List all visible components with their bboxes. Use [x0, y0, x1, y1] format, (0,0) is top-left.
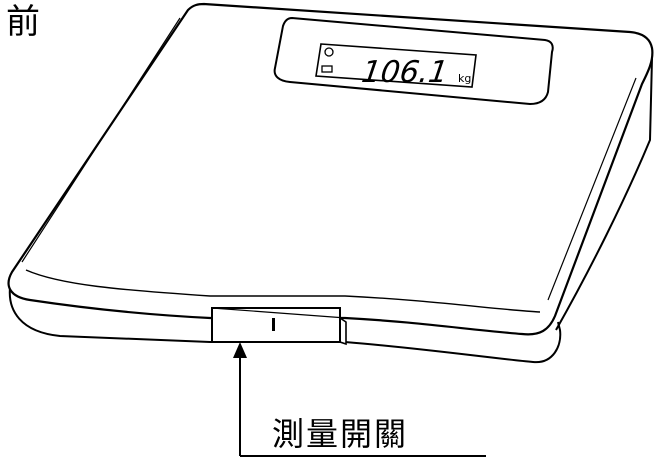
weight-unit: kg — [458, 72, 471, 85]
measure-switch-top-edge — [211, 307, 347, 319]
platform-right-lip — [547, 77, 637, 301]
callout-label: 測量開關 — [272, 415, 409, 453]
measure-switch-mark — [272, 318, 275, 331]
callout-arrow-head — [233, 342, 247, 358]
scale-right-edge — [555, 57, 653, 331]
lcd-battery-icon — [321, 65, 333, 73]
corner-label: 前 — [6, 2, 40, 42]
lcd-window — [315, 43, 477, 88]
measure-switch[interactable] — [211, 307, 341, 343]
platform-lip — [25, 269, 541, 313]
platform-left-lip — [21, 17, 181, 263]
lcd-status-dot — [324, 47, 334, 57]
weight-reading: 106.1 — [359, 55, 450, 90]
